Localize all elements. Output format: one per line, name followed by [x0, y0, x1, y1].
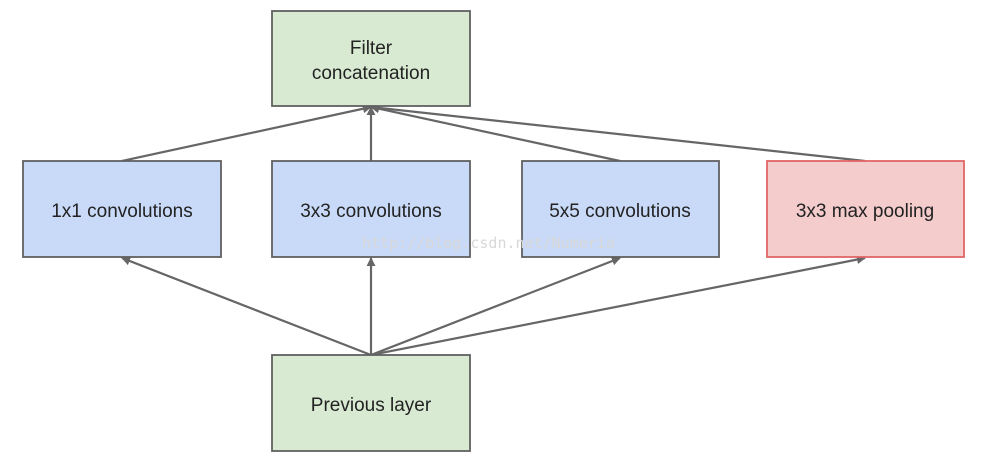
node-5x5-convolutions-label: 5x5 convolutions	[549, 201, 691, 222]
node-3x3-max-pooling: 3x3 max pooling	[766, 160, 965, 258]
arrow-maxpool-to-concat	[370, 103, 866, 163]
node-filter-concatenation-label-line2: concatenation	[312, 63, 430, 84]
arrow-1x1-to-concat	[121, 104, 372, 163]
arrows-output	[121, 103, 866, 163]
arrow-prev-to-maxpool	[370, 255, 866, 357]
node-previous-layer: Previous layer	[271, 354, 471, 452]
node-previous-layer-box	[271, 354, 471, 452]
node-3x3-convolutions: 3x3 convolutions	[271, 160, 471, 258]
node-1x1-convolutions: 1x1 convolutions	[22, 160, 222, 258]
arrows-input	[121, 255, 866, 357]
node-5x5-convolutions: 5x5 convolutions	[521, 160, 720, 258]
node-filter-concatenation-label-line1: Filter	[350, 38, 393, 59]
node-1x1-convolutions-box	[22, 160, 222, 258]
node-previous-layer-label: Previous layer	[311, 395, 432, 416]
node-3x3-convolutions-box	[271, 160, 471, 258]
node-filter-concatenation: Filter concatenation	[271, 10, 471, 107]
arrow-prev-to-5x5	[370, 256, 621, 357]
watermark-text: http://blog.csdn.net/Numeria	[362, 234, 615, 252]
node-3x3-convolutions-label: 3x3 convolutions	[300, 201, 442, 222]
node-1x1-convolutions-label: 1x1 convolutions	[51, 201, 193, 222]
arrow-prev-to-1x1	[121, 256, 372, 357]
node-3x3-max-pooling-box	[766, 160, 965, 258]
node-filter-concatenation-box	[271, 10, 471, 107]
node-3x3-max-pooling-label: 3x3 max pooling	[796, 201, 934, 222]
arrow-5x5-to-concat	[370, 104, 621, 163]
node-5x5-convolutions-box	[521, 160, 720, 258]
